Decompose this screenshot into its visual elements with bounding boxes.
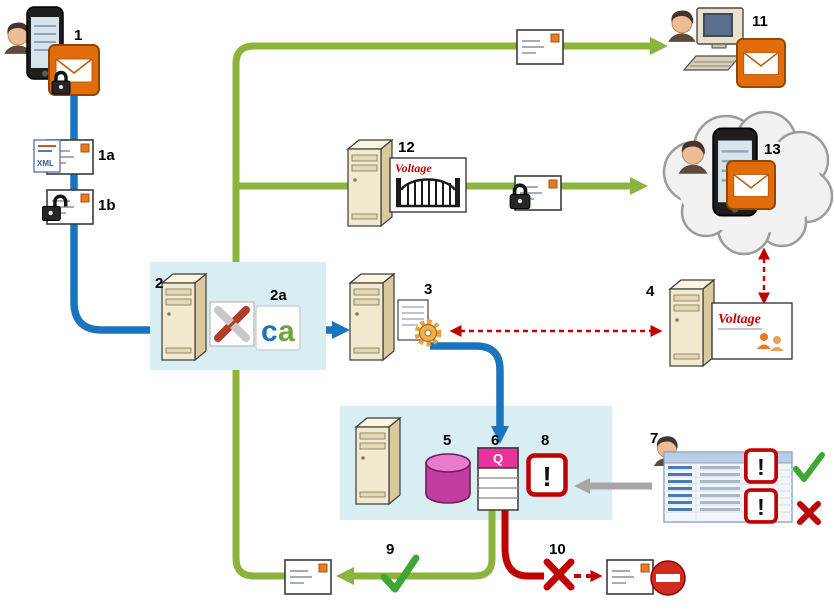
blocked-cross-icon	[543, 558, 575, 591]
voltage-brand-text: Voltage	[718, 312, 761, 327]
node-scan-servers: Q 5 6 8	[355, 417, 566, 511]
label-11: 11	[752, 13, 768, 30]
node-desktop-recipient: 11	[667, 7, 786, 88]
node-blocked-message: 10	[543, 541, 686, 596]
label-1b: 1b	[98, 197, 116, 214]
label-7: 7	[650, 430, 658, 447]
no-entry-icon	[650, 560, 686, 596]
users-icon	[757, 333, 784, 351]
flow-blue-inbound	[70, 94, 214, 334]
gateway-logo-box: Voltage	[389, 157, 467, 213]
node-delivered-message: 9	[284, 541, 420, 595]
policy-document-icon	[397, 299, 442, 347]
scan-server-icon	[355, 417, 401, 505]
recipient-avatar	[667, 9, 697, 43]
node-sender-mobile: 1	[3, 6, 100, 96]
node-message-xml: XML 1a	[33, 139, 115, 175]
label-4: 4	[646, 283, 655, 300]
label-5: 5	[443, 432, 451, 449]
node-voltage-gateway: Voltage 12	[347, 139, 467, 227]
outbound-message-encrypted	[508, 175, 562, 211]
queue-letter: Q	[493, 451, 503, 466]
gate-icon	[396, 178, 460, 208]
label-8: 8	[541, 432, 549, 449]
key-server-icon	[669, 279, 715, 367]
quarantined-message-warning-icon	[746, 490, 776, 522]
xml-doc-icon: XML	[33, 139, 61, 173]
label-6: 6	[491, 432, 499, 449]
ca-logo-a: a	[278, 315, 295, 348]
label-9: 9	[386, 541, 394, 558]
approve-check-icon	[793, 452, 825, 482]
node-cloud-mobile-recipient: 13	[662, 110, 834, 256]
ca-logo-icon: c a	[255, 305, 301, 351]
envelope-icon	[284, 559, 332, 595]
queue-icon: Q	[477, 447, 519, 511]
label-2a: 2a	[270, 287, 287, 304]
ca-logo-c: c	[261, 315, 278, 348]
label-12: 12	[398, 139, 415, 156]
envelope-icon	[516, 29, 564, 65]
exchange-logo-icon	[209, 301, 255, 347]
database-icon	[425, 453, 471, 504]
received-mail-icon	[726, 160, 776, 210]
envelope-icon	[606, 559, 654, 595]
flow-green-approved	[336, 510, 496, 585]
xml-doc-label: XML	[37, 159, 54, 168]
voltage-gateway-server-icon	[347, 139, 393, 227]
label-10: 10	[549, 541, 566, 558]
flow-blue-to-queue	[430, 342, 509, 444]
voltage-gateway-brand-text: Voltage	[395, 161, 432, 175]
gateway-server-icon	[161, 273, 207, 361]
quarantined-message-warning-icon	[746, 450, 776, 482]
reject-cross-icon	[797, 501, 821, 525]
node-message-encrypted: 1b	[42, 189, 116, 225]
label-1: 1	[74, 27, 82, 44]
label-1a: 1a	[98, 147, 115, 164]
label-13: 13	[764, 141, 781, 158]
node-mail-gateway: c a 2 2a	[155, 273, 301, 361]
node-policy-server: 3	[349, 273, 442, 361]
gear-icon	[414, 319, 442, 347]
received-mail-icon	[736, 38, 786, 88]
flow-red-blocked	[501, 510, 544, 580]
desktop-computer-icon	[682, 7, 744, 71]
label-2: 2	[155, 275, 163, 292]
quarantine-warning-icon	[529, 456, 566, 495]
node-admin-review: 7	[650, 430, 825, 525]
label-3: 3	[424, 281, 432, 298]
approved-check-icon	[380, 554, 420, 593]
voltage-logo-box: Voltage	[711, 302, 793, 360]
policy-server-icon	[349, 273, 395, 361]
node-key-server: Voltage 4	[646, 279, 793, 367]
outbound-message-desktop	[516, 29, 564, 65]
